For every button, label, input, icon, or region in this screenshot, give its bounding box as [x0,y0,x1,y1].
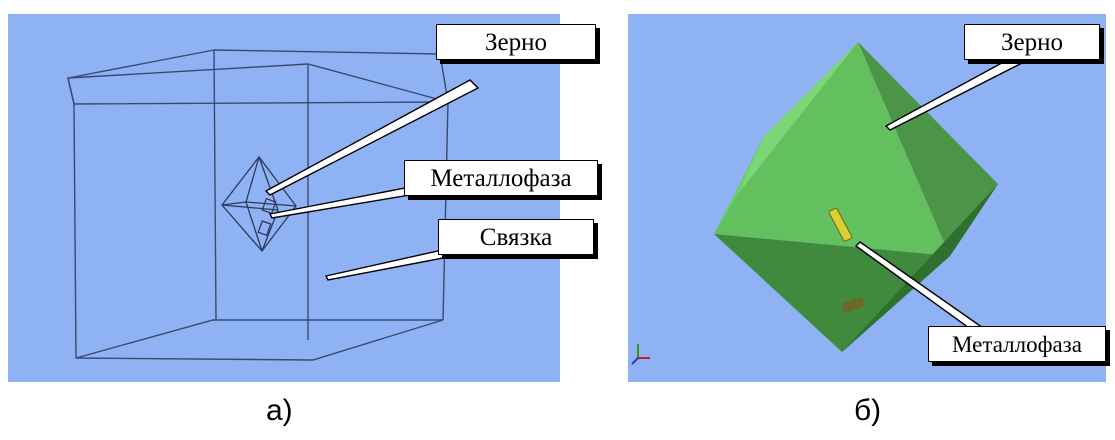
panel-b-shaded-view: Зерно Металлофаза [628,14,1106,382]
wireframe-model [8,14,560,382]
axis-triad-icon [631,344,650,365]
binder-cube-wireframe [67,49,449,361]
callout-grain-b: Зерно [964,24,1100,60]
caption-b: б) [854,394,882,427]
callout-metal-phase-b: Металлофаза [928,326,1106,362]
callout-metal-phase-a: Металлофаза [404,160,598,196]
grain-octahedron-wireframe [221,155,297,253]
viewport-background [8,14,560,382]
leader-lines [854,51,1030,337]
callout-binder-a: Связка [438,219,594,255]
panel-a-wireframe-view: Зерно Металлофаза Связка [8,14,598,382]
metal-phase-inclusion [828,207,866,314]
caption-a: а) [266,394,293,427]
callout-grain-a: Зерно [436,24,596,60]
leader-lines [264,79,480,281]
shaded-model [628,14,1106,382]
